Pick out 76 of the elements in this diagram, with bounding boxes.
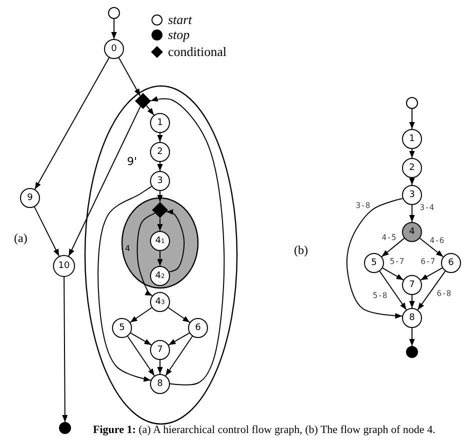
arrow [409, 148, 415, 158]
node-circle: 9 [20, 188, 40, 208]
node-circle: 1 [402, 129, 422, 149]
arrow [168, 307, 190, 323]
arrow [146, 105, 154, 116]
node-circle: 1 [150, 113, 170, 133]
edge-label: 4-6 [428, 237, 446, 245]
panel-label: (a) [14, 231, 28, 246]
node-circle: 10 [53, 255, 75, 277]
node-circle: 2 [402, 158, 422, 178]
region-label: 4 [125, 244, 130, 253]
node-circle: 8 [150, 374, 170, 394]
arrow [420, 267, 443, 281]
arrow [157, 162, 163, 172]
node-circle: 0 [104, 39, 124, 59]
arrow [62, 276, 68, 422]
node-circle: 2 [150, 142, 170, 162]
conditional-diamond [135, 93, 151, 109]
arrow [419, 238, 444, 258]
arrow [98, 186, 152, 382]
arrow [409, 294, 415, 308]
arrow [68, 106, 141, 257]
figure-caption: Figure 1: (a) A hierarchical control flow graph, (b) The flow graph of node 4. [93, 424, 436, 436]
edge-label: 6-7 [420, 258, 436, 266]
node-circle: 3 [150, 171, 170, 191]
node-circle: 5 [364, 253, 384, 273]
arrow [157, 190, 163, 202]
arrow [111, 18, 117, 40]
node-circle: 3 [402, 185, 422, 205]
edge-label: 4-5 [380, 234, 398, 242]
arrow [157, 132, 163, 142]
legend-label: stop [168, 27, 190, 43]
edge-label: 3-8 [354, 202, 372, 210]
arrow [409, 108, 415, 130]
arrow [130, 307, 152, 323]
start-circle [108, 7, 120, 19]
arrow [379, 270, 407, 310]
legend-label: conditional [168, 44, 226, 60]
arrow [34, 57, 110, 190]
arrow [409, 204, 415, 222]
arrow [168, 332, 190, 346]
arrow [34, 206, 60, 257]
arrow [381, 238, 405, 258]
stop-circle [406, 346, 418, 358]
arrow [130, 332, 152, 346]
arrow [382, 268, 404, 280]
node-circle: 6 [188, 318, 208, 338]
arrow [157, 250, 163, 266]
start-circle [406, 97, 418, 109]
node-circle: 4 [402, 222, 422, 242]
conditional-diamond [152, 202, 168, 218]
arrow [409, 178, 415, 186]
stop-circle [59, 422, 71, 434]
node-circle: 7 [150, 340, 170, 360]
arrow [118, 57, 141, 96]
arrow [346, 198, 404, 319]
edge-label: 5-7 [388, 258, 406, 266]
edge-label: 5-8 [372, 292, 388, 300]
node-circle: 7 [402, 275, 422, 295]
arrow [127, 336, 155, 376]
arrow [150, 96, 225, 386]
arrow [157, 218, 163, 232]
panel-label: (b) [294, 243, 308, 258]
node-circle: 6 [441, 253, 461, 273]
node-circle: 5 [112, 318, 132, 338]
arrow [409, 328, 415, 346]
arrow [417, 270, 446, 310]
legend-label: start [168, 12, 192, 28]
edge-label: 3-4 [418, 204, 436, 212]
region-label: 9' [127, 155, 138, 168]
arrow [165, 336, 193, 376]
arrow [166, 209, 185, 272]
arrow [136, 212, 156, 296]
node-circle: 8 [402, 308, 422, 328]
arrow [157, 360, 163, 374]
edge-label: 6-8 [436, 290, 452, 298]
